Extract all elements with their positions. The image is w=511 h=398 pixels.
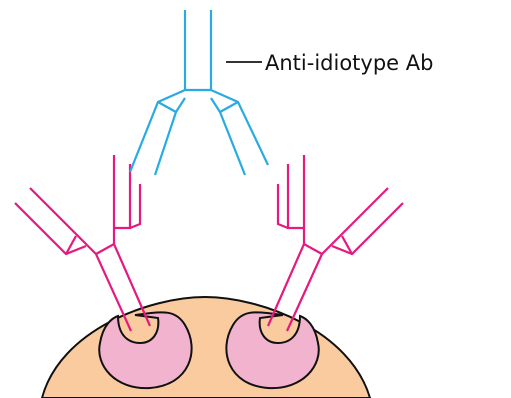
primary-antibody-left: [15, 155, 150, 331]
primary-antibody-right: [268, 155, 403, 331]
anti-idiotype-label: Anti-idiotype Ab: [265, 51, 433, 75]
cell-body: [42, 297, 370, 398]
anti-idiotype-antibody: [130, 10, 268, 175]
